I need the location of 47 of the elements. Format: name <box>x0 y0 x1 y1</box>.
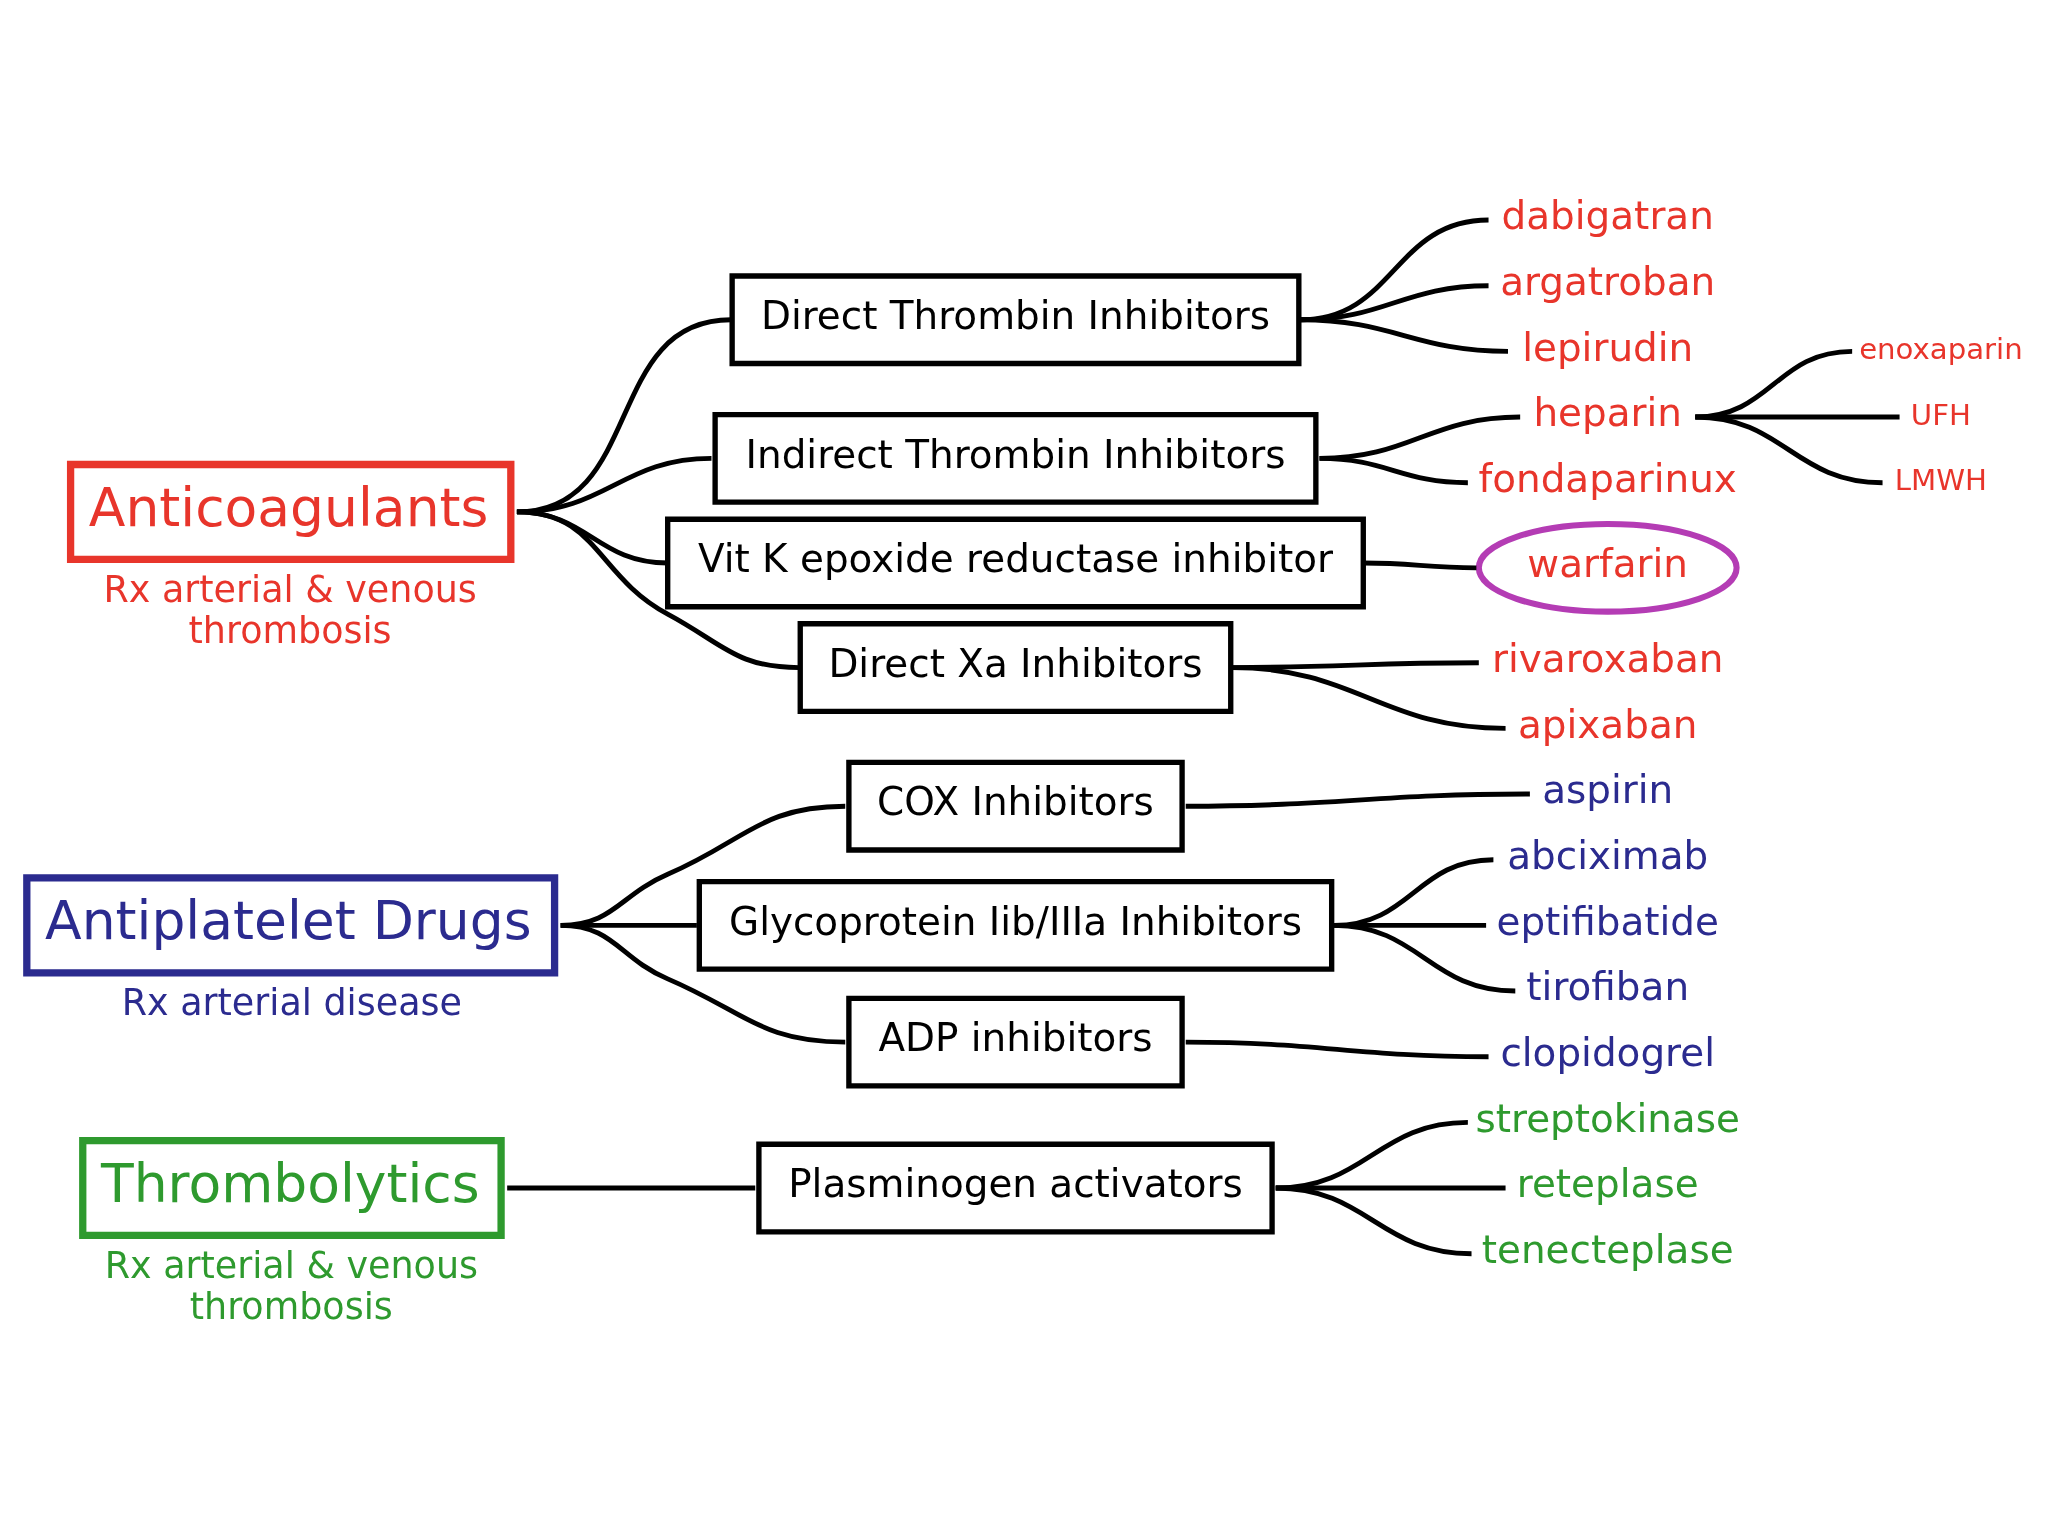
node-box: Glycoprotein Iib/IIIa Inhibitors <box>696 878 1335 972</box>
node-label: Rx arterial & venous thrombosis <box>103 567 477 652</box>
node-text: heparin <box>1533 389 1683 435</box>
node-box: Plasminogen activators <box>756 1141 1275 1234</box>
node-box: Thrombolytics <box>79 1136 505 1239</box>
node-box: ADP inhibitors <box>846 995 1185 1089</box>
connector <box>1319 455 1468 485</box>
connector <box>560 922 846 1045</box>
node-box: Vit K epoxide reductase inhibitor <box>665 516 1366 609</box>
node-text: enoxaparin <box>1859 331 2023 366</box>
connector <box>1185 1039 1489 1059</box>
connector <box>516 455 712 514</box>
node-text: abciximab <box>1507 832 1709 878</box>
connector <box>1695 414 1883 485</box>
node-text: tirofiban <box>1526 963 1690 1009</box>
connector <box>1231 664 1506 731</box>
node-ellipse: warfarin <box>1475 520 1740 615</box>
node-text: clopidogrel <box>1500 1029 1716 1075</box>
node-text: apixaban <box>1518 701 1698 747</box>
node-box: Direct Thrombin Inhibitors <box>729 272 1302 366</box>
connector <box>1363 560 1477 570</box>
node-box: Indirect Thrombin Inhibitors <box>712 411 1319 505</box>
node-text: streptokinase <box>1475 1095 1740 1141</box>
node-box: Anticoagulants <box>66 460 515 563</box>
node-text: fondaparinux <box>1478 455 1737 501</box>
node-text: lepirudin <box>1522 324 1694 370</box>
connector <box>1333 922 1516 993</box>
node-label: Rx arterial disease <box>121 980 462 1024</box>
node-text: eptifibatide <box>1496 898 1719 944</box>
node-text: rivaroxaban <box>1491 635 1724 681</box>
connector <box>1185 791 1530 809</box>
node-text: LMWH <box>1894 462 1988 497</box>
node-label: Rx arterial & venous thrombosis <box>104 1243 479 1328</box>
node-box: Direct Xa Inhibitors <box>797 620 1234 714</box>
node-text: reteplase <box>1516 1160 1699 1206</box>
node-text: UFH <box>1910 397 1971 432</box>
node-text: dabigatran <box>1501 192 1714 238</box>
connector <box>516 316 732 514</box>
node-text: aspirin <box>1542 766 1674 812</box>
node-text: argatroban <box>1500 258 1716 304</box>
connector <box>507 1185 756 1190</box>
node-box: COX Inhibitors <box>846 759 1185 853</box>
connector <box>1300 316 1509 354</box>
connector <box>516 509 800 670</box>
connector <box>1275 1185 1472 1256</box>
node-text: tenecteplase <box>1481 1226 1734 1272</box>
node-box: Antiplatelet Drugs <box>23 873 559 976</box>
